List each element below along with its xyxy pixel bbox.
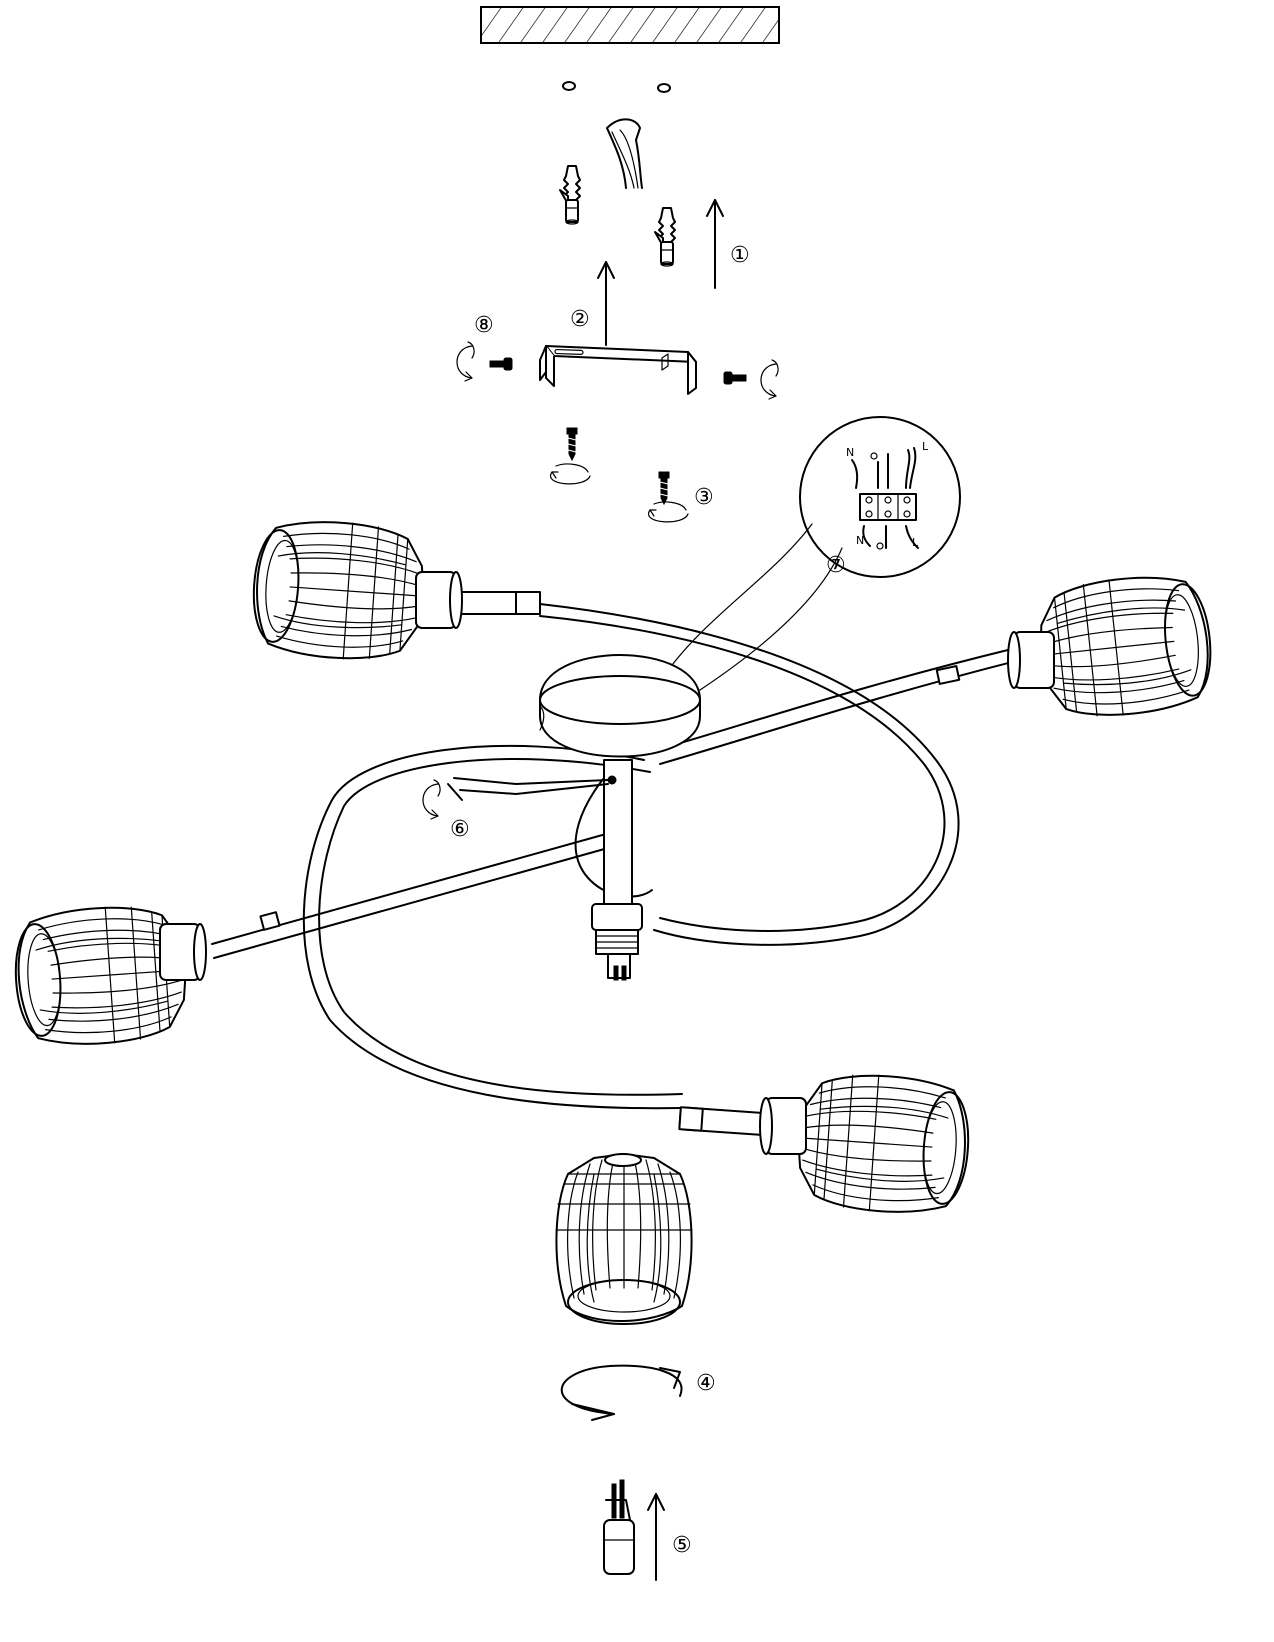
step-7-label: ⑦ [826, 553, 846, 578]
central-stem [591, 759, 643, 981]
shade-right [1032, 569, 1218, 725]
step-4-rotation-arrow [560, 1364, 683, 1421]
lamp-holder [415, 571, 463, 629]
step-5-arrow [647, 1493, 665, 1581]
lamp-holder [759, 1097, 807, 1155]
rotate-arrow-icon [760, 359, 779, 400]
mounting-bracket [539, 345, 697, 395]
arm-left [211, 833, 609, 959]
step-1-arrow [706, 199, 724, 289]
ceiling [480, 6, 780, 44]
supply-wires [606, 118, 643, 189]
rotate-arrow-icon [456, 341, 475, 382]
g9-bulb-icon [603, 1479, 635, 1575]
wiring-detail-callout: N L N L [659, 416, 961, 691]
earth-icon [876, 542, 884, 550]
step-2-label: ② [570, 307, 590, 332]
wall-plug-icon [654, 207, 676, 267]
rotate-arrow-icon [549, 463, 591, 485]
arm-top-left [455, 591, 541, 615]
shade-top-left [248, 515, 430, 666]
lamp-holder [159, 923, 207, 981]
step-5-label: ⑤ [672, 1533, 692, 1558]
arm-bottom-right [678, 1106, 772, 1137]
wire-cage-shade-icon [792, 1068, 974, 1219]
wire-cage-shade-icon [248, 515, 430, 666]
wall-plug-icon [559, 165, 581, 225]
wire-cage-shade-icon [1032, 569, 1218, 725]
shade-bottom-right [792, 1068, 974, 1219]
step-6-label: ⑥ [450, 817, 470, 842]
step-4-label: ④ [696, 1371, 716, 1396]
wire-label-l-bottom: L [912, 536, 919, 549]
screw-icon [566, 427, 578, 461]
shade-collar [604, 1153, 642, 1167]
step-1-label: ① [730, 243, 750, 268]
screw-icon [658, 471, 670, 505]
ceiling-hole-left [562, 81, 576, 91]
rotate-arrow-icon [647, 501, 689, 523]
lamp-holder [1007, 631, 1055, 689]
wire-label-n-top: N [846, 446, 854, 459]
ceiling-hole-right [657, 83, 671, 93]
hex-key-icon [447, 777, 609, 801]
wire-label-l-top: L [922, 440, 929, 453]
shade-loose [555, 1153, 693, 1325]
earth-icon [870, 452, 878, 460]
canopy [539, 654, 701, 758]
step-2-arrow [597, 261, 615, 346]
screw-icon [489, 357, 513, 371]
wire-label-n-bottom: N [856, 534, 864, 547]
step-8-label: ⑧ [474, 313, 494, 338]
wire-cage-shade-icon [555, 1153, 693, 1325]
screw-icon [723, 371, 747, 385]
arm-right [649, 647, 1021, 765]
rotate-arrow-icon [422, 779, 441, 820]
step-3-label: ③ [694, 485, 714, 510]
